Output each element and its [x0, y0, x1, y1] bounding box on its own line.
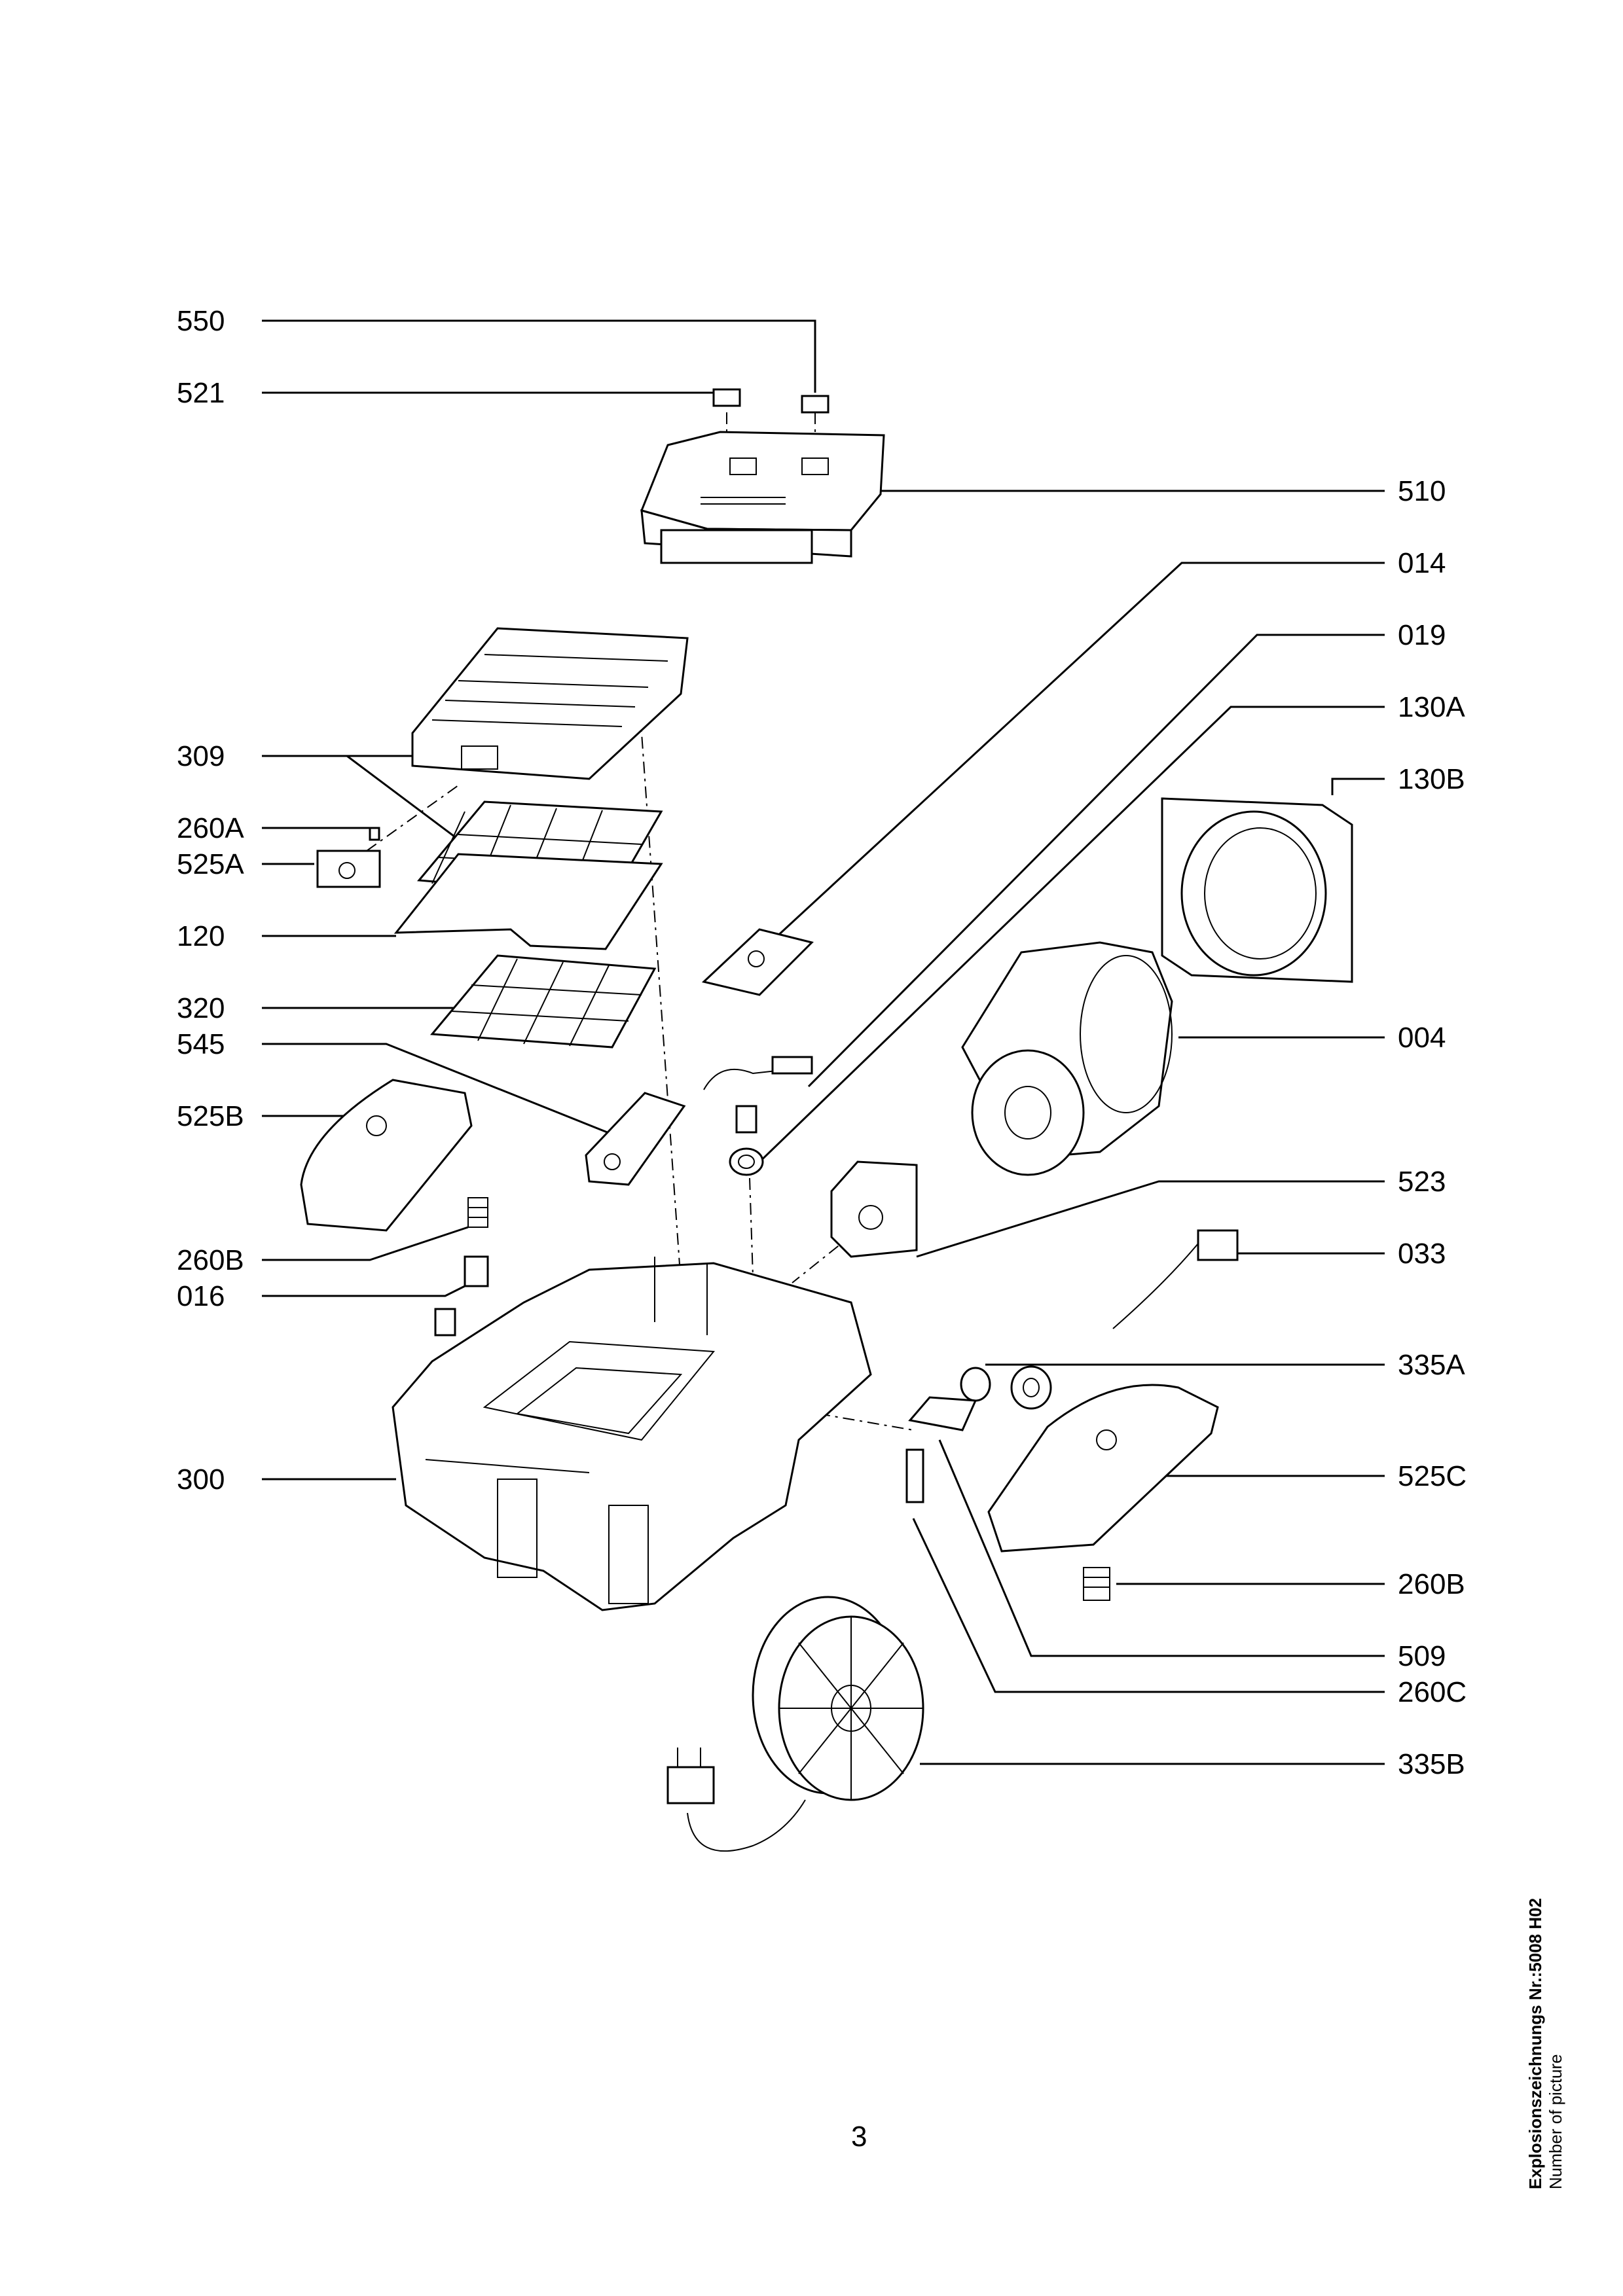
part-120-flat-filter	[393, 853, 663, 950]
part-019-wire	[703, 1056, 813, 1090]
label-545: 545	[177, 1028, 225, 1060]
part-510-top-cover	[640, 388, 885, 564]
label-260A: 260A	[177, 812, 244, 844]
alignment-lines	[366, 412, 1264, 1431]
label-320: 320	[177, 992, 225, 1024]
part-550-cap	[801, 395, 830, 414]
part-525B-side-cover	[300, 1079, 473, 1232]
label-525B: 525B	[177, 1100, 244, 1132]
drawing-number: Explosionszeichnungs Nr.:5008 H02	[1525, 1897, 1545, 2189]
part-309-filter-lid	[411, 627, 689, 780]
part-335A-rollers	[960, 1365, 1052, 1410]
label-525A: 525A	[177, 848, 244, 880]
label-019: 019	[1398, 619, 1446, 651]
label-521: 521	[177, 377, 225, 409]
label-525C: 525C	[1398, 1460, 1467, 1492]
label-130B: 130B	[1398, 763, 1465, 795]
part-016-block	[434, 1255, 489, 1336]
label-335A: 335A	[1398, 1349, 1465, 1381]
label-523: 523	[1398, 1166, 1446, 1198]
label-260C: 260C	[1398, 1676, 1467, 1708]
picture-number-caption: Number of picture	[1546, 2054, 1565, 2189]
label-509: 509	[1398, 1640, 1446, 1672]
part-260C-spring	[905, 1448, 924, 1503]
label-309: 309	[177, 740, 225, 772]
footer-rotated: Explosionszeichnungs Nr.:5008 H02 Number…	[1525, 1898, 1566, 2189]
label-004: 004	[1398, 1022, 1446, 1054]
part-525A-switch	[316, 827, 381, 888]
part-335B-cable-reel	[666, 1596, 924, 1852]
right-labels: 510 014 019 130A 130B 004 523 033 335A 5…	[1398, 475, 1467, 1780]
leader-lines	[262, 319, 1385, 1765]
label-014: 014	[1398, 547, 1446, 579]
part-260B-spring-right	[1083, 1567, 1110, 1601]
label-016: 016	[177, 1280, 225, 1312]
page-number: 3	[851, 2121, 867, 2153]
part-033-connector	[1112, 1229, 1239, 1329]
label-120: 120	[177, 920, 225, 952]
part-130A-bushing	[729, 1105, 764, 1176]
part-260B-spring-left	[467, 1197, 488, 1228]
label-335B: 335B	[1398, 1748, 1465, 1780]
part-545-latch	[585, 1092, 686, 1186]
label-300: 300	[177, 1463, 225, 1496]
part-521-cap	[712, 388, 741, 407]
left-labels: 550 521 309 260A 525A 120 320 545 525B 2…	[177, 305, 244, 1496]
part-004-motor	[961, 941, 1173, 1176]
part-320-grid	[429, 954, 657, 1049]
label-033: 033	[1398, 1238, 1446, 1270]
label-130A: 130A	[1398, 691, 1465, 723]
part-523-block	[830, 1160, 918, 1258]
label-260B-right: 260B	[1398, 1568, 1465, 1600]
label-260B-left: 260B	[177, 1244, 244, 1276]
label-550: 550	[177, 305, 225, 337]
part-525C-side-cover	[987, 1384, 1219, 1552]
part-014-board	[701, 928, 814, 996]
label-510: 510	[1398, 475, 1446, 507]
plug	[666, 1766, 715, 1804]
part-260A-spring	[369, 827, 380, 841]
part-509-terminal	[905, 1396, 977, 1503]
part-300-main-body	[392, 1257, 872, 1611]
part-130B-motor-frame	[1161, 797, 1353, 983]
